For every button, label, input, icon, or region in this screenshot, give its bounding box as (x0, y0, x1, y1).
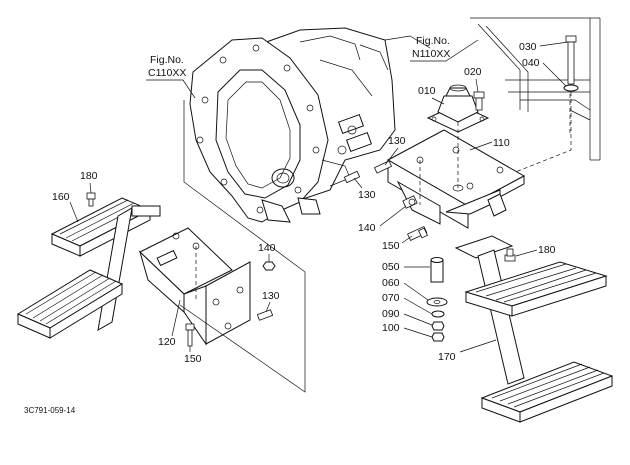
callout-180-left: 180 (80, 170, 98, 194)
callout-label: 170 (438, 351, 456, 363)
callout-020: 020 (464, 66, 482, 93)
fig-ref-c110: Fig.No. C110XX (146, 54, 196, 99)
step-assembly-left (16, 197, 161, 339)
fig-ref-n110: Fig.No. N110XX (410, 35, 479, 62)
callout-150-right: 150 (382, 235, 413, 252)
callout-070: 070 (382, 292, 433, 315)
bolt-150-right (407, 225, 428, 241)
callout-100: 100 (382, 322, 433, 338)
callout-130-upper: 130 (384, 135, 406, 166)
callout-180-right: 180 (515, 244, 556, 257)
callout-110: 110 (469, 137, 510, 151)
callout-140-left: 140 (258, 242, 276, 262)
callout-label: 090 (382, 308, 400, 320)
step-assembly-right (454, 235, 614, 423)
callout-label: 120 (158, 336, 176, 348)
callout-label: 180 (538, 244, 556, 256)
callout-050: 050 (382, 261, 430, 273)
bolt-150-left (185, 323, 195, 347)
group-outline-left (179, 100, 306, 393)
nut-100 (431, 332, 445, 342)
bolt-140-right (402, 195, 418, 209)
bolt-020 (473, 91, 485, 111)
callout-label: 050 (382, 261, 400, 273)
callout-label: 140 (258, 242, 276, 254)
bolt-180-right (504, 248, 516, 262)
callout-label: 030 (519, 41, 537, 53)
callout-140-right: 140 (358, 205, 407, 234)
washer-040 (563, 84, 579, 92)
fig-ref-n110-line2: N110XX (412, 48, 450, 60)
stud-130-upper (373, 160, 393, 174)
callout-label: 130 (358, 189, 376, 201)
callout-label: 010 (418, 85, 436, 97)
callout-label: 160 (52, 191, 70, 203)
fig-ref-c110-line1: Fig.No. (150, 54, 184, 66)
callout-label: 100 (382, 322, 400, 334)
step-bracket-left (139, 227, 251, 346)
callout-040: 040 (522, 57, 567, 87)
callout-label: 180 (80, 170, 98, 182)
callout-090: 090 (382, 308, 433, 326)
callout-160: 160 (52, 191, 79, 223)
drawing-code: 3C791-059-14 (24, 406, 76, 415)
callout-label: 020 (464, 66, 482, 78)
bolt-030 (565, 35, 577, 85)
callout-170: 170 (438, 339, 497, 363)
step-bracket-right (386, 122, 526, 229)
callout-150-left: 150 (184, 346, 202, 365)
callout-060: 060 (382, 277, 429, 301)
fig-ref-c110-line2: C110XX (148, 67, 186, 79)
callout-label: 130 (388, 135, 406, 147)
callout-label: 130 (262, 290, 280, 302)
washer-060-hole (433, 300, 441, 304)
stud-130-lower (256, 309, 274, 321)
fig-ref-n110-line1: Fig.No. (416, 35, 450, 47)
callout-030: 030 (519, 41, 569, 53)
callout-label: 150 (382, 240, 400, 252)
callout-130-lower: 130 (262, 290, 280, 313)
callout-120: 120 (158, 299, 181, 348)
rubber-mount (426, 84, 490, 133)
callout-label: 040 (522, 57, 540, 69)
bolt-180-left (86, 192, 96, 207)
stud-130-mid (343, 170, 361, 184)
callout-label: 140 (358, 222, 376, 234)
alignment-line (469, 92, 572, 191)
washer-070 (431, 310, 445, 318)
transmission-housing (189, 27, 431, 223)
callout-010: 010 (418, 85, 445, 105)
nut-140-left (262, 261, 276, 271)
nut-090 (431, 321, 445, 331)
callout-label: 070 (382, 292, 400, 304)
washer-060 (426, 297, 448, 307)
callout-label: 060 (382, 277, 400, 289)
callout-label: 110 (493, 137, 510, 149)
spacer-050 (430, 257, 444, 283)
callout-130-mid: 130 (353, 177, 376, 201)
chassis-frame (470, 17, 601, 161)
callout-label: 150 (184, 353, 202, 365)
